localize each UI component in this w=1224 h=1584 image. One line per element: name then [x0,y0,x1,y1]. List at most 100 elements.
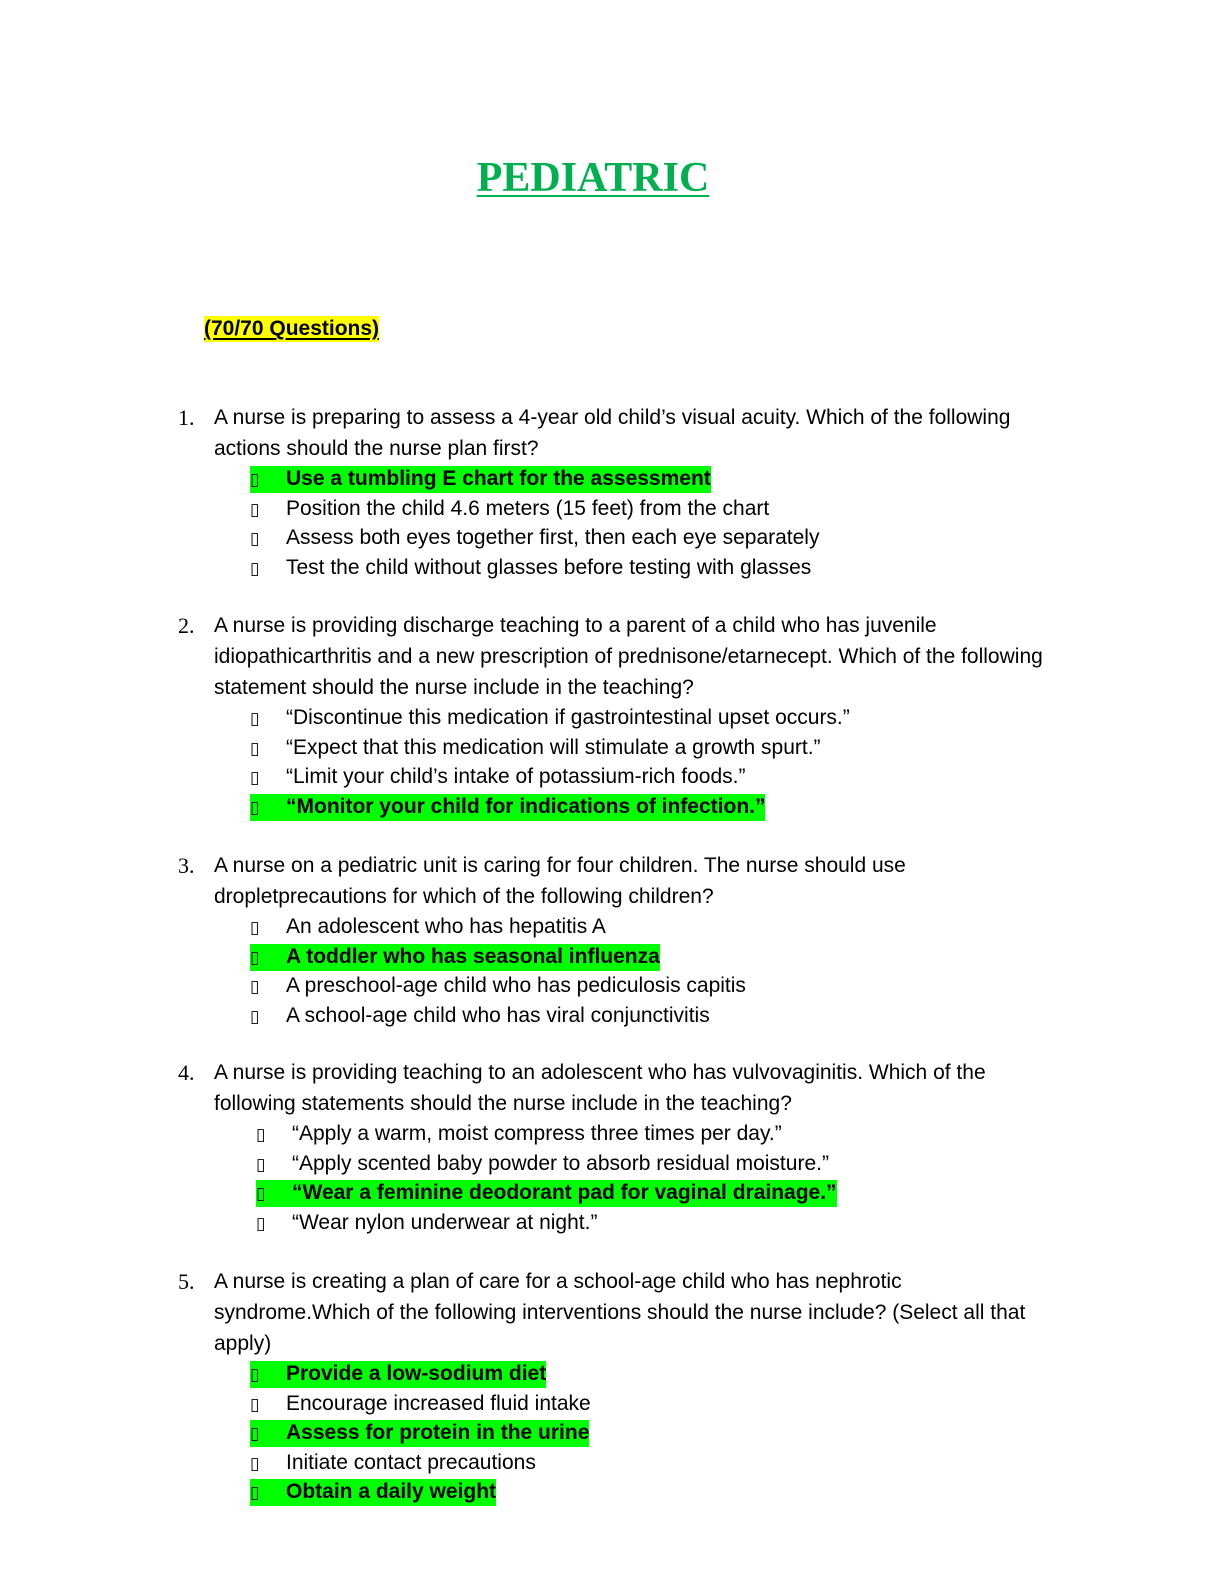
answer-text: “Apply a warm, moist compress three time… [292,1122,782,1145]
question-block: 1. A nurse is preparing to assess a 4-yea… [178,402,1048,582]
answer-options: ▯An adolescent who has hepatitis A▯A tod… [250,912,1048,1030]
answer-highlight: ▯ Encourage increased fluid intake [250,1391,591,1418]
question-block: 2. A nurse is providing discharge teachin… [178,610,1048,821]
checkbox-icon: ▯ [256,1184,266,1204]
question-number: 3. [178,853,195,878]
answer-option: ▯ “Expect that this medication will stimu… [250,733,1048,763]
answer-text: Provide a low-sodium diet [286,1362,547,1385]
question-block: 4. A nurse is providing teaching to an ad… [178,1057,1048,1237]
answer-text: “Limit your child’s intake of potassium-… [286,765,746,788]
answer-text: “Wear a feminine deodorant pad for vagin… [292,1181,837,1204]
answer-highlight: ▯ “Wear a feminine deodorant pad for vagi… [256,1180,837,1207]
answer-text: Use a tumbling E chart for the assessmen… [286,467,711,490]
answer-text: Obtain a daily weight [286,1480,497,1503]
question-text: A nurse is creating a plan of care for a… [214,1270,1026,1355]
answer-option: ▯ Encourage increased fluid intake [250,1389,1048,1419]
answer-highlight: ▯ A preschool-age child who has pediculos… [250,973,746,1000]
answer-text: “Discontinue this medication if gastroin… [286,706,850,729]
answer-options: ▯ “Discontinue this medication if gastroi… [250,703,1048,821]
answer-highlight: ▯An adolescent who has hepatitis A [250,914,606,941]
checkbox-icon: ▯ [250,738,260,759]
answer-highlight: ▯ “Expect that this medication will stimu… [250,735,821,762]
answer-option-correct: ▯“Monitor your child for indications of … [250,792,1048,822]
answer-highlight: ▯“Discontinue this medication if gastroi… [250,705,850,732]
answer-option: ▯ Assess both eyes together first, then e… [250,523,1048,553]
answer-option-correct: ▯ Assess for protein in the urine [250,1418,1048,1448]
checkbox-icon: ▯ [250,529,260,549]
answer-option: ▯ Position the child 4.6 meters (15 feet)… [250,494,1048,524]
answer-option-correct: ▯ “Wear a feminine deodorant pad for vagi… [256,1178,1048,1208]
question-text: A nurse on a pediatric unit is caring fo… [214,854,906,908]
answer-text: Assess both eyes together first, then ea… [286,526,820,549]
answer-option-correct: ▯ Use a tumbling E chart for the assessme… [250,464,1048,494]
checkbox-icon: ▯ [250,470,260,490]
answer-text: Encourage increased fluid intake [286,1391,591,1415]
checkbox-icon: ▯ [250,768,260,788]
checkbox-icon: ▯ [250,977,260,997]
question-number: 2. [178,613,195,638]
checkbox-icon: ▯ [250,947,260,968]
answer-highlight: ▯ Test the child without glasses before t… [250,555,811,582]
answer-highlight: ▯ Assess for protein in the urine [250,1420,590,1447]
document-title: PEDIATRIC [476,155,710,201]
answer-option: ▯ Test the child without glasses before t… [250,553,1048,583]
answer-highlight: ▯ “Limit your child’s intake of potassium… [250,764,745,791]
question-block: 5. A nurse is creating a plan of care for… [178,1266,1048,1507]
question-text: A nurse is providing teaching to an adol… [214,1061,986,1115]
answer-option: ▯ “Wear nylon underwear at night.” [256,1208,1048,1238]
answer-text: “Monitor your child for indications of i… [286,794,766,818]
checkbox-icon: ▯ [256,1125,266,1145]
answer-text: Initiate contact precautions [286,1450,536,1474]
answer-option-correct: ▯ A toddler who has seasonal influenza [250,942,1048,972]
answer-text: A toddler who has seasonal influenza [286,944,660,968]
question-text: A nurse is preparing to assess a 4-year … [214,406,1011,460]
answer-text: Test the child without glasses before te… [286,555,812,579]
answer-highlight: ▯ A toddler who has seasonal influenza [250,943,660,971]
answer-option: ▯ “Apply scented baby powder to absorb re… [256,1149,1048,1179]
answer-highlight: ▯ “Wear nylon underwear at night.” [256,1210,597,1237]
checkbox-icon: ▯ [250,1483,260,1503]
question-text: A nurse is providing discharge teaching … [214,614,1043,699]
checkbox-icon: ▯ [250,1424,260,1444]
answer-highlight: ▯ Position the child 4.6 meters (15 feet)… [250,496,769,523]
answer-option-correct: ▯ Provide a low-sodium diet [250,1359,1048,1389]
answer-text: A preschool-age child who has pediculosi… [286,974,746,997]
answer-option: ▯ Initiate contact precautions [250,1448,1048,1478]
answer-option: ▯ “Apply a warm, moist compress three tim… [256,1119,1048,1149]
answer-text: “Expect that this medication will stimul… [286,735,821,759]
answer-text: “Apply scented baby powder to absorb res… [292,1151,829,1175]
answer-option: ▯An adolescent who has hepatitis A [250,912,1048,942]
answer-option: ▯ A preschool-age child who has pediculos… [250,971,1048,1001]
answer-text: A school-age child who has viral conjunc… [286,1003,710,1027]
checkbox-icon: ▯ [256,1154,266,1175]
answer-highlight: ▯ Initiate contact precautions [250,1450,536,1477]
answer-text: “Wear nylon underwear at night.” [292,1210,598,1234]
checkbox-icon: ▯ [250,499,260,520]
checkbox-icon: ▯ [250,1006,260,1027]
question-number: 5. [178,1269,195,1294]
question-number: 4. [178,1060,195,1085]
checkbox-icon: ▯ [250,918,260,938]
answer-options: ▯ Provide a low-sodium diet ▯ Encourage inc… [250,1359,1048,1507]
checkbox-icon: ▯ [256,1213,266,1234]
checkbox-icon: ▯ [250,1453,260,1474]
answer-highlight: ▯ A school-age child who has viral conjun… [250,1003,710,1030]
answer-highlight: ▯ Obtain a daily weight [250,1479,497,1506]
answer-text: Position the child 4.6 meters (15 feet) … [286,496,770,520]
checkbox-icon: ▯ [250,1394,260,1415]
question-number: 1. [178,405,195,430]
question-block: 3. A nurse on a pediatric unit is caring … [178,850,1048,1030]
answer-option: ▯ “Limit your child’s intake of potassium… [250,762,1048,792]
answer-highlight: ▯ Use a tumbling E chart for the assessme… [250,466,711,493]
answer-highlight: ▯ “Apply a warm, moist compress three tim… [256,1121,782,1148]
checkbox-icon: ▯ [250,1365,260,1385]
answer-highlight: ▯“Monitor your child for indications of … [250,793,766,821]
answer-highlight: ▯ Assess both eyes together first, then e… [250,525,819,552]
answer-options: ▯ “Apply a warm, moist compress three tim… [256,1119,1048,1237]
answer-option-correct: ▯ Obtain a daily weight [250,1477,1048,1507]
answer-text: Assess for protein in the urine [286,1421,590,1444]
answer-option: ▯ A school-age child who has viral conjun… [250,1001,1048,1031]
checkbox-icon: ▯ [250,558,260,579]
answer-option: ▯“Discontinue this medication if gastroi… [250,703,1048,733]
answer-highlight: ▯ “Apply scented baby powder to absorb re… [256,1151,829,1178]
